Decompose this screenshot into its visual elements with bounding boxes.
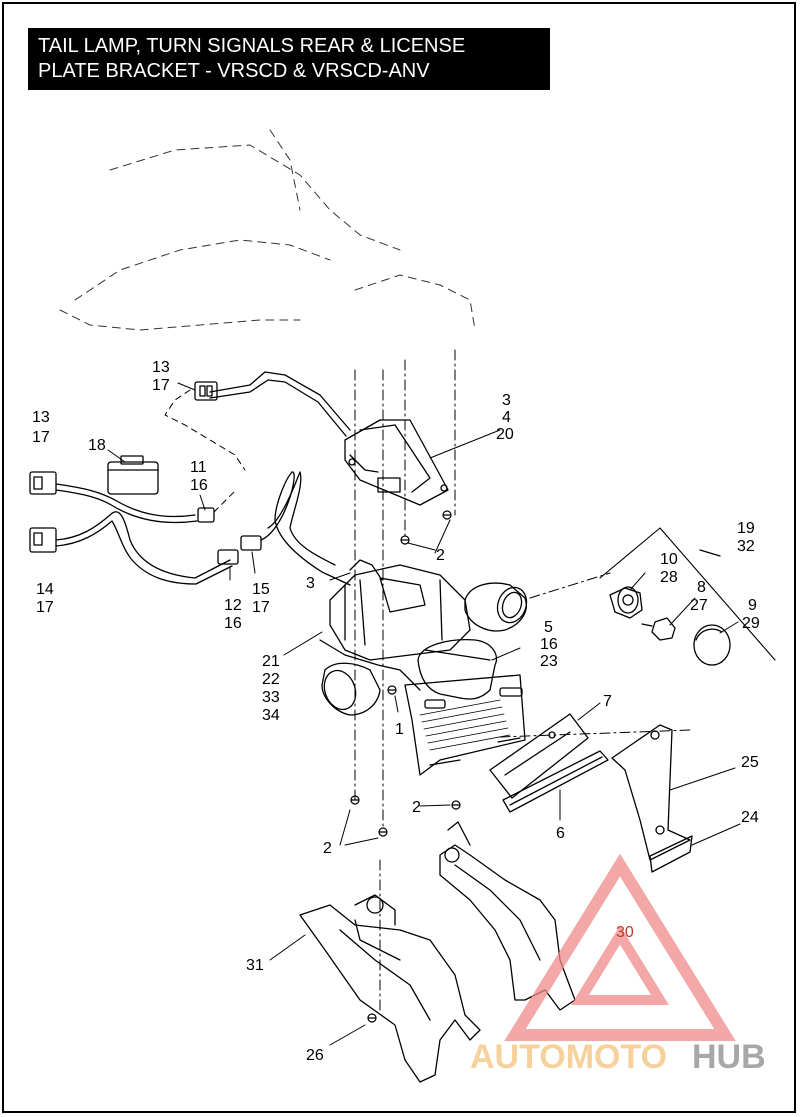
callout-3-4-20-a: 3 <box>502 392 511 409</box>
tail-lamp-lens <box>417 639 498 700</box>
leader-lines <box>107 382 741 1046</box>
watermark-logo-mark <box>504 853 736 1041</box>
callout-14-17-b: 17 <box>36 599 54 616</box>
cover-31 <box>299 894 481 1083</box>
reflector-24 <box>649 835 693 873</box>
bulb-8-27 <box>651 617 676 641</box>
callout-2-c: 2 <box>323 840 332 857</box>
title-line-2: PLATE BRACKET - VRSCD & VRSCD-ANV <box>38 60 430 82</box>
callout-labels: 13 17 13 17 18 11 16 14 17 12 16 15 17 3… <box>32 359 760 1064</box>
module-18 <box>107 461 159 495</box>
callout-6: 6 <box>556 825 565 842</box>
callout-11-16-a: 11 <box>190 459 207 476</box>
group-bracket-19-32 <box>599 527 776 661</box>
turn-signal-right <box>464 582 528 632</box>
callout-13-17-left-a: 13 <box>32 409 50 426</box>
upper-connector <box>194 381 218 401</box>
phantom-fender-outline <box>59 129 476 331</box>
callout-10-28-b: 28 <box>660 569 678 586</box>
callout-7: 7 <box>603 693 612 710</box>
callout-24: 24 <box>741 809 759 826</box>
callout-21-22-33-34-d: 34 <box>262 707 280 724</box>
guide-lines <box>354 349 691 1011</box>
callout-10-28-a: 10 <box>660 551 678 568</box>
screws <box>350 510 461 1023</box>
callout-15-17-b: 17 <box>252 599 270 616</box>
title-line-1: TAIL LAMP, TURN SIGNALS REAR & LICENSE <box>38 35 466 57</box>
connector-12-16 <box>217 549 239 565</box>
tail-lamp-housing <box>344 419 449 506</box>
callout-13-17-left-b: 17 <box>32 429 50 446</box>
callout-1: 1 <box>395 721 404 738</box>
callout-21-22-33-34-c: 33 <box>262 689 280 706</box>
callout-2-b: 2 <box>412 799 421 816</box>
license-plate-mount <box>404 674 526 776</box>
watermark-text-2: HUB <box>692 1038 766 1076</box>
reflector-6 <box>502 750 609 813</box>
callout-5-16-23-b: 16 <box>540 636 558 653</box>
connector-15-17 <box>240 535 262 551</box>
callout-26: 26 <box>306 1047 324 1064</box>
callout-12-16-b: 16 <box>224 615 242 632</box>
callout-18: 18 <box>88 437 106 454</box>
callout-8-27-b: 27 <box>690 597 708 614</box>
callout-11-16-b: 16 <box>190 477 208 494</box>
callout-12-16-a: 12 <box>224 597 242 614</box>
callout-13-17-top-b: 17 <box>152 377 170 394</box>
watermark-text-1: AUTOMOTO <box>470 1038 667 1076</box>
callout-13-17-top-a: 13 <box>152 359 170 376</box>
callout-5-16-23-c: 23 <box>540 653 558 670</box>
callout-25: 25 <box>741 754 759 771</box>
callout-19-32-b: 32 <box>737 538 755 555</box>
callout-3-4-20-c: 20 <box>496 426 514 443</box>
turn-signal-left <box>321 662 381 716</box>
callout-9-29-a: 9 <box>748 597 757 614</box>
connector-11-16 <box>197 507 215 523</box>
callout-15-17-a: 15 <box>252 581 270 598</box>
callout-3: 3 <box>306 575 315 592</box>
lens-parts <box>609 586 731 666</box>
watermark: AUTOMOTO HUB <box>470 853 766 1076</box>
license-bracket-assembly <box>319 559 526 776</box>
license-lamp-7 <box>489 713 589 799</box>
callout-3-4-20-b: 4 <box>502 409 511 426</box>
connector-13-17 <box>29 471 57 495</box>
cover-30 <box>439 821 576 1011</box>
callout-19-32-a: 19 <box>737 520 755 537</box>
callout-5-16-23-a: 5 <box>544 619 553 636</box>
callout-14-17-a: 14 <box>36 581 54 598</box>
side-bracket-25 <box>611 724 693 873</box>
callout-2-a: 2 <box>436 547 445 564</box>
left-harness <box>29 455 351 586</box>
callout-21-22-33-34-a: 21 <box>262 653 280 670</box>
callout-8-27-a: 8 <box>697 579 706 596</box>
callout-21-22-33-34-b: 22 <box>262 671 280 688</box>
diagram-title: TAIL LAMP, TURN SIGNALS REAR & LICENSE P… <box>28 28 550 90</box>
callout-30: 30 <box>616 924 634 941</box>
callout-31: 31 <box>246 957 264 974</box>
callout-9-29-b: 29 <box>742 615 760 632</box>
lens-9-29 <box>693 624 731 666</box>
upper-harness <box>164 371 351 471</box>
